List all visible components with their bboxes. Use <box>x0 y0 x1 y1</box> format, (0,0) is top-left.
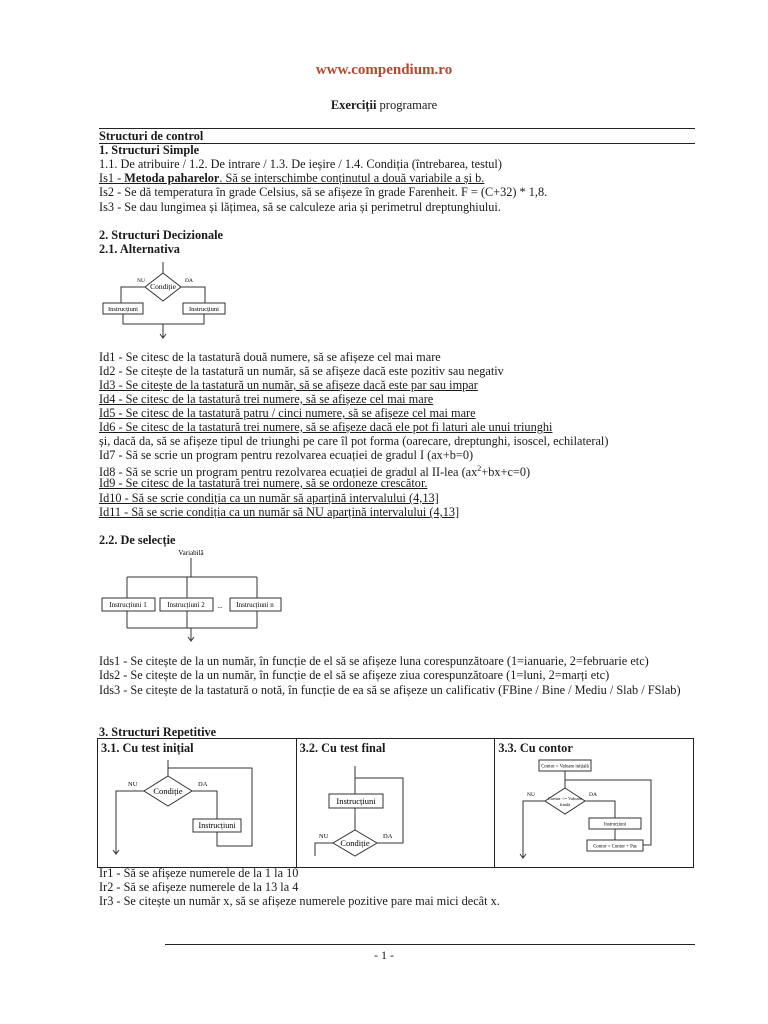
rep-cell-initial: 3.1. Cu test inițial Condiție NU DA Inst… <box>97 738 297 868</box>
yes-label: DA <box>185 278 193 284</box>
counter-cond-label-b: finală <box>560 802 570 807</box>
exercise-id11: Id11 - Să se scrie condiția ca un număr … <box>99 505 460 519</box>
counter-no-label: NU <box>527 792 535 798</box>
final-instr-label: Instrucțiuni <box>336 796 376 806</box>
simple-list: 1.1. De atribuire / 1.2. De intrare / 1.… <box>99 157 502 171</box>
footer-rule <box>165 944 695 945</box>
initial-test-flowchart: Condiție NU DA Instrucțiuni <box>112 760 253 855</box>
dots-label: ... <box>217 602 223 610</box>
exercise-ir3: Ir3 - Se citește un număr x, să se afișe… <box>99 894 500 908</box>
final-condition-label: Condiție <box>340 838 370 848</box>
condition-diamond <box>144 272 182 302</box>
page-title: Exerciții programare <box>0 98 768 113</box>
decisional-title: 2. Structuri Decizionale <box>99 228 223 242</box>
final-test-flowchart: Instrucțiuni Condiție NU DA <box>314 766 404 857</box>
exercise-id5: Id5 - Se citesc de la tastatură patru / … <box>99 406 476 420</box>
simple-title: 1. Structuri Simple <box>99 143 200 157</box>
exercise-id2: Id2 - Se citește de la tastatură un numă… <box>99 364 504 378</box>
title-bold: Exerciții <box>330 98 377 112</box>
repetitive-table: 3.1. Cu test inițial Condiție NU DA Inst… <box>97 738 694 868</box>
exercise-id1: Id1 - Se citesc de la tastatură două num… <box>99 350 441 364</box>
instr1-label: Instrucțiuni 1 <box>109 601 147 609</box>
counter-condition-diamond <box>544 787 587 815</box>
exercise-ids1: Ids1 - Se citește de la un număr, în fun… <box>99 654 649 668</box>
exercise-id3: Id3 - Se citește de la tastatură un numă… <box>99 378 478 392</box>
no-label: NU <box>137 278 145 284</box>
exercise-is3: Is3 - Se dau lungimea și lățimea, să se … <box>99 200 501 214</box>
instr2-label: Instrucțiuni 2 <box>167 601 205 609</box>
page-number: - 1 - <box>374 948 394 962</box>
selection-flowchart: Variabilă Instrucțiuni 1 Instrucțiuni 2 … <box>101 549 282 642</box>
is1-rest: . Să se interschimbe conținutul a două v… <box>219 171 485 185</box>
exercise-is2: Is2 - Se dă temperatura în grade Celsius… <box>99 185 548 199</box>
counter-init-label: Contor = Valoare inițială <box>542 765 590 770</box>
exercise-id6-line1: Id6 - Se citesc de la tastatură trei num… <box>99 420 553 434</box>
top-rule <box>99 128 695 129</box>
repetitive-title: 3. Structuri Repetitive <box>99 725 217 739</box>
rep-col1-header: 3.1. Cu test inițial <box>101 741 194 755</box>
exercise-id9: Id9 - Se citesc de la tastatură trei num… <box>99 476 428 490</box>
exercise-id7: Id7 - Să se scrie un program pentru rezo… <box>99 448 474 462</box>
is1-prefix: Is1 - <box>99 171 125 185</box>
exercise-is1: Is1 - Metoda paharelor. Să se interschim… <box>99 171 484 185</box>
instr1-box <box>101 597 156 612</box>
exercise-ir2: Ir2 - Să se afișeze numerele de la 13 la… <box>99 880 299 894</box>
counter-cond-label-a: Contor <= Valoare <box>548 796 582 801</box>
exercise-ir1: Ir1 - Să se afișeze numerele de la 1 la … <box>99 866 299 880</box>
id8-sup: 2 <box>477 464 482 473</box>
instr-label-right: Instrucțiuni <box>189 306 219 313</box>
exercise-id10: Id10 - Să se scrie condiția ca un număr … <box>99 491 439 505</box>
exercise-ids3: Ids3 - Se citește de la tastatură o notă… <box>99 683 681 697</box>
initial-instr-label: Instrucțiuni <box>199 821 237 830</box>
section-control: Structuri de control <box>99 129 204 143</box>
exercise-id6-line2: și, dacă da, să se afișeze tipul de triu… <box>99 434 609 448</box>
id8-post: +bx+c=0) <box>481 465 531 480</box>
exercise-id4: Id4 - Se citesc de la tastatură trei num… <box>99 392 434 406</box>
rep-cell-counter: 3.3. Cu contor Contor = Valoare inițială… <box>494 738 694 868</box>
alternative-flowchart: Condiție NU DA Instrucțiuni Instrucțiuni <box>102 262 226 339</box>
final-yes-label: DA <box>383 833 393 840</box>
alternative-title: 2.1. Alternativa <box>99 242 180 256</box>
site-url[interactable]: www.compendium.ro <box>315 62 453 78</box>
rep-cell-final: 3.2. Cu test final Instrucțiuni Condiție… <box>295 738 496 868</box>
final-instr-box <box>328 793 384 809</box>
initial-yes-label: DA <box>198 781 208 788</box>
selection-title: 2.2. De selecție <box>99 533 176 547</box>
rep-col2-header: 3.2. Cu test final <box>299 741 386 755</box>
exercise-ids2: Ids2 - Se citește de la un număr, în fun… <box>99 668 610 682</box>
initial-condition-diamond <box>143 775 193 807</box>
counter-step-label: Contor = Contor + Pas <box>594 845 638 850</box>
id8-pre: Id8 - Să se scrie un program pentru rezo… <box>99 465 478 480</box>
exercise-id8: Id8 - Să se scrie un program pentru rezo… <box>99 462 530 479</box>
final-no-label: NU <box>319 833 329 840</box>
variable-label: Variabilă <box>178 549 204 557</box>
title-rest: programare <box>376 98 438 112</box>
initial-condition-label: Condiție <box>153 786 183 796</box>
rep-col3-header: 3.3. Cu contor <box>498 741 573 755</box>
counter-instr-label: Instrucțiuni <box>604 823 627 828</box>
instr-label-left: Instrucțiuni <box>108 306 138 313</box>
instrn-label: Instrucțiuni n <box>236 601 274 609</box>
section-rule <box>99 143 695 144</box>
initial-no-label: NU <box>128 781 138 788</box>
condition-label: Condiție <box>150 282 177 291</box>
final-condition-diamond <box>331 829 378 857</box>
instrn-box <box>229 597 282 612</box>
is1-bold: Metoda paharelor <box>124 171 220 185</box>
counter-flowchart: Contor = Valoare inițială Contor <= Valo… <box>519 759 652 859</box>
counter-yes-label: DA <box>589 792 597 798</box>
